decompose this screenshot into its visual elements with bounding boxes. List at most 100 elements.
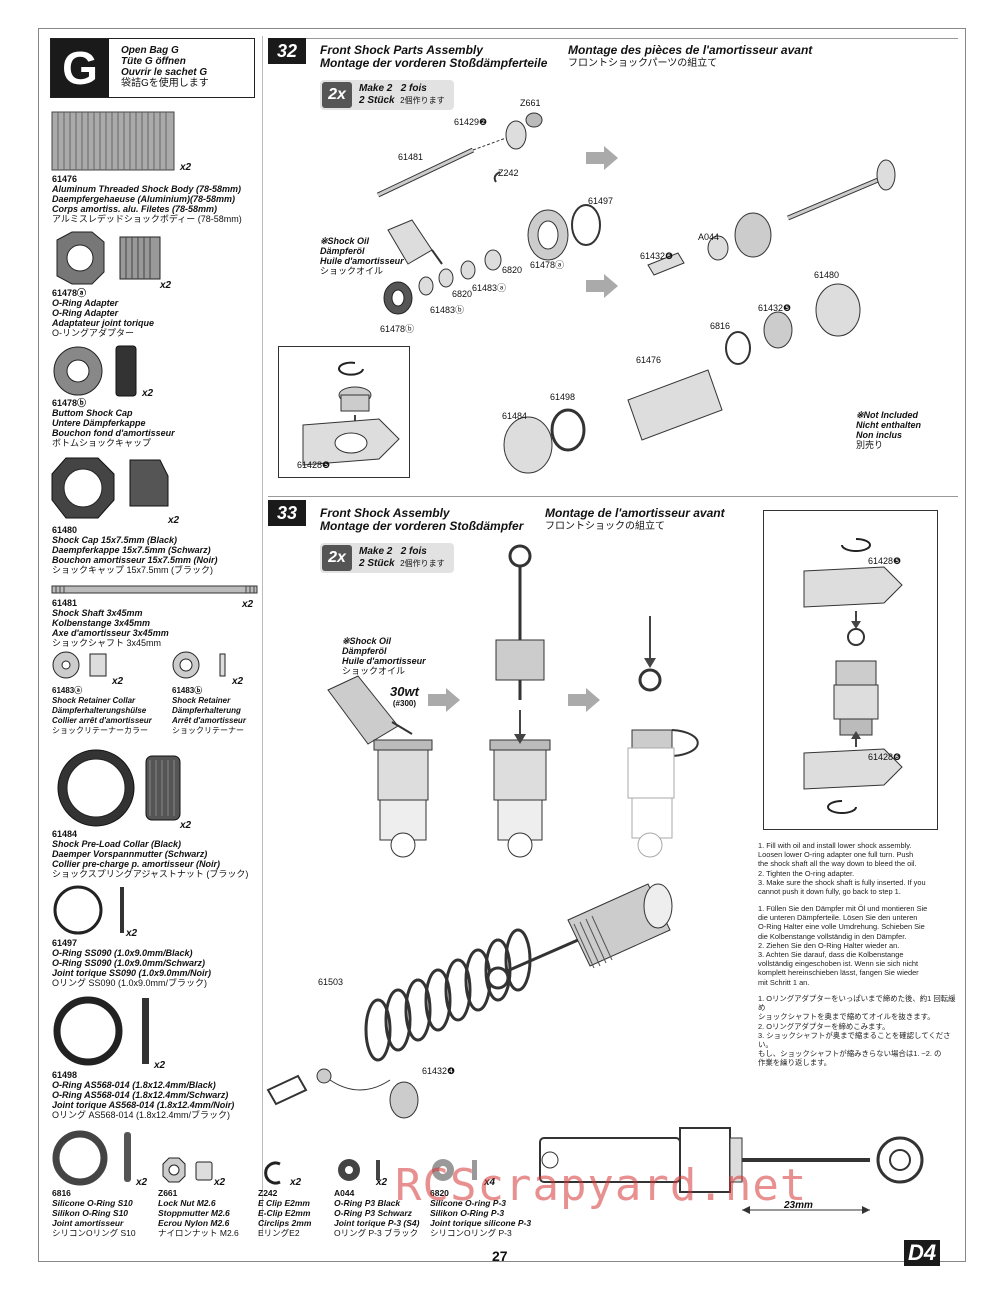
callout-61483a: 61483ⓐ	[472, 283, 507, 293]
step33-number: 33	[268, 500, 306, 526]
step32-make-badge: 2x Make 2 2 fois 2 Stück 2個作ります	[320, 80, 454, 110]
callout-61476: 61476	[636, 355, 662, 365]
oring-ss090-drawing	[53, 885, 124, 935]
shock-cap-drawing	[51, 457, 169, 519]
dimension-23mm: 23mm	[784, 1200, 813, 1211]
e-clip-drawing	[264, 1161, 281, 1185]
step32-number: 32	[268, 38, 306, 64]
step32-inset-drawing	[302, 361, 400, 466]
oring-adapter-drawing	[56, 231, 161, 285]
part-qty: x2	[180, 820, 192, 831]
bottom-shock-cap-drawing	[53, 345, 137, 397]
bag-line-en: Open Bag G	[121, 45, 179, 56]
bag-line-fr: Ouvrir le sachet G	[121, 67, 208, 78]
step32-title-fr-jp: Montage des pièces de l'amortisseur avan…	[568, 43, 813, 70]
step32-inset	[278, 346, 410, 478]
oring-p3-drawing	[338, 1159, 380, 1181]
part-qty: x2	[126, 928, 138, 939]
callout-6820-b: 6820	[452, 289, 473, 299]
step33-rule	[268, 496, 958, 497]
watermark: RCScrapyard.net	[395, 1160, 808, 1211]
callout-61483b: 61483ⓑ	[430, 305, 465, 315]
callout-61478a: 61478ⓐ	[530, 260, 565, 270]
bag-header: G Open Bag G Tüte G öffnen Ouvrir le sac…	[50, 38, 255, 98]
callout-61481: 61481	[398, 152, 424, 162]
instructions-jp: 1. Oリングアダプターをいっぱいまで締めた後、約1 回転緩めショックシャフトを…	[758, 994, 956, 1068]
d4-logo: D4	[904, 1240, 941, 1266]
part-qty: x2	[136, 1177, 148, 1188]
make-text: Make 2 2 fois 2 Stück 2個作ります	[359, 83, 445, 106]
part-qty: x2	[232, 676, 244, 687]
part-qty: x2	[180, 162, 192, 173]
bag-letter: G	[51, 39, 109, 97]
callout-a044: A044	[698, 232, 720, 242]
callout-61428-5-inset: 61428❺	[868, 556, 902, 566]
lock-nut-drawing	[162, 1157, 213, 1183]
callout-61478b: 61478ⓑ	[380, 324, 415, 334]
callout-61503: 61503	[318, 977, 344, 987]
callout-6816: 6816	[710, 321, 731, 331]
part-qty: x2	[168, 515, 180, 526]
part-qty: x2	[290, 1177, 302, 1188]
part-qty: x4	[484, 1177, 496, 1188]
callout-61432-5: 61432❺	[758, 303, 792, 313]
callout-61432-4: 61432❹	[422, 1066, 456, 1076]
silicone-oring-p3-drawing	[432, 1159, 477, 1181]
preload-collar-drawing	[57, 749, 181, 827]
callout-61498: 61498	[550, 392, 576, 402]
callout-6820: 6820	[502, 265, 523, 275]
callout-61497: 61497	[588, 196, 614, 206]
instructions-en: 1. Fill with oil and install lower shock…	[758, 841, 926, 897]
bag-line-de: Tüte G öffnen	[121, 56, 186, 67]
step33-diagram	[327, 544, 699, 858]
step33-make-badge: 2x Make 2 2 fois 2 Stück 2個作ります	[320, 543, 454, 573]
page-number: 27	[492, 1248, 508, 1264]
part-qty: x2	[214, 1177, 226, 1188]
callout-z242: Z242	[498, 168, 519, 178]
callout-61484: 61484	[502, 411, 528, 421]
instructions-de: 1. Füllen Sie den Dämpfer mit Öl und mon…	[758, 904, 928, 987]
page-frame	[38, 28, 966, 1262]
retainer-collar-drawing	[52, 651, 107, 679]
callout-z661: Z661	[520, 98, 541, 108]
oring-as568-drawing	[53, 996, 149, 1066]
shock-retainer-drawing	[172, 651, 226, 679]
oil-weight-label: 30wt (#300)	[390, 684, 419, 708]
step32-diagram	[376, 112, 896, 474]
shock-shaft-drawing	[51, 585, 258, 594]
part-qty: x2	[154, 1060, 166, 1071]
callout-61428-6: 61428❻	[868, 752, 902, 762]
sidebar-divider	[262, 36, 263, 1236]
part-qty: x2	[142, 388, 154, 399]
make-multiplier: 2x	[322, 545, 352, 571]
callout-61480: 61480	[814, 270, 840, 280]
make-text: Make 2 2 fois 2 Stück 2個作ります	[359, 546, 445, 569]
callout-61428-5: 61428❺	[297, 460, 331, 470]
bag-instructions: Open Bag G Tüte G öffnen Ouvrir le sache…	[121, 45, 209, 89]
callout-61429: 61429❷	[454, 117, 488, 127]
bag-line-jp: 袋詰Gを使用します	[121, 78, 209, 89]
callout-61432-6: 61432❻	[640, 251, 674, 261]
shock-body-drawing	[51, 111, 175, 171]
part-qty: x2	[160, 280, 172, 291]
silicone-oring-s10-drawing	[52, 1130, 131, 1186]
